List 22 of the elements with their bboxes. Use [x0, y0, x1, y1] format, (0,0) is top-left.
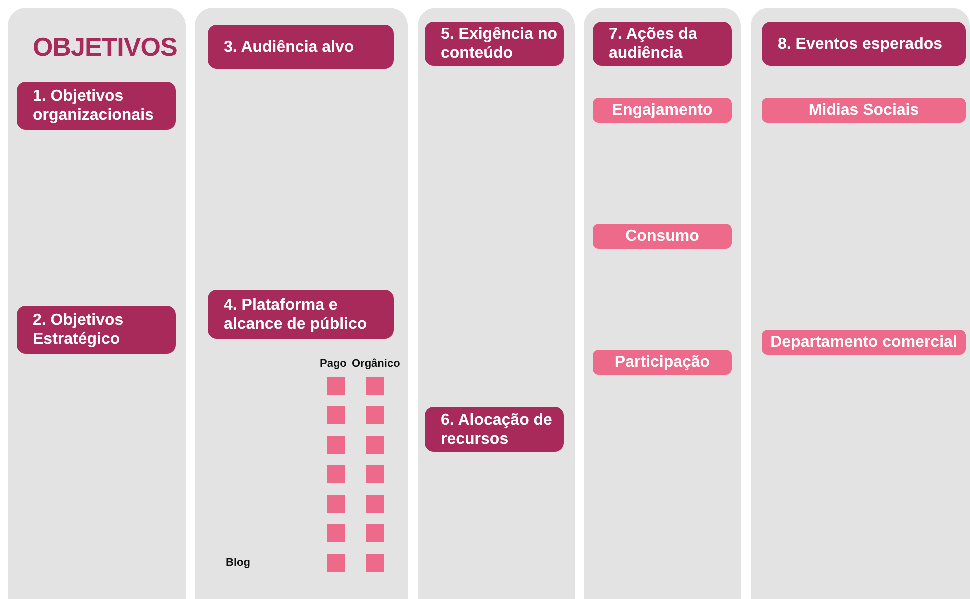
step-label: 1. Objetivos organizacionais — [17, 82, 176, 130]
step-label: 2. Objetivos Estratégico — [17, 306, 176, 354]
row-label: Blog — [226, 557, 250, 569]
item-label: Midias Sociais — [762, 98, 966, 123]
column-panel — [584, 8, 741, 599]
item-label: Consumo — [593, 224, 732, 249]
column-panel — [195, 8, 408, 599]
item-label: Participação — [593, 350, 732, 375]
step-label: 5. Exigência no conteúdo — [425, 22, 564, 66]
column-panel — [751, 8, 970, 599]
item-label: Engajamento — [593, 98, 732, 123]
column-heading: OBJETIVOS — [33, 32, 178, 63]
step-label: 4. Plataforma e alcance de público — [208, 290, 394, 339]
step-label: 7. Ações da audiência — [593, 22, 732, 66]
item-label: Departamento comercial — [762, 330, 966, 355]
step-label: 3. Audiência alvo — [208, 25, 394, 69]
column-panel — [8, 8, 186, 599]
step-label: 8. Eventos esperados — [762, 22, 966, 66]
column-panel — [418, 8, 575, 599]
step-label: 6. Alocação de recursos — [425, 407, 564, 452]
column-header: Orgânico — [352, 358, 400, 370]
column-header: Pago — [320, 358, 347, 370]
